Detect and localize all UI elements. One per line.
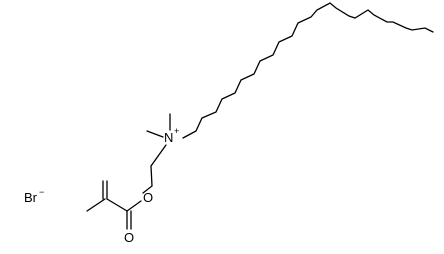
ester-oxygen: O (143, 190, 153, 205)
ester-oxygen-label: O (143, 190, 153, 205)
nitrogen-charge: + (174, 126, 179, 136)
ethylene-linker-bonds (142, 144, 167, 194)
alpha-methyl-bond (86, 198, 106, 212)
bromide-ion: Br − (24, 187, 44, 205)
carbonyl-oxygen: O (124, 230, 134, 245)
ammonium-nitrogen: N + (164, 126, 179, 145)
n-methyl-groups (146, 113, 171, 138)
carbonyl-alpha-bond (106, 198, 128, 212)
bromide-label: Br (24, 190, 38, 205)
n-methyl-bond-left (146, 130, 164, 138)
nitrogen-label: N (164, 130, 173, 145)
ethylene-linker (142, 144, 167, 194)
methacrylate-group (86, 180, 142, 230)
bromide-charge: − (39, 187, 44, 197)
ester-o-carbonyl-bond (126, 200, 142, 212)
tetradecyl-chain (182, 2, 434, 139)
alkyl-chain-bonds (182, 2, 434, 139)
carbonyl-oxygen-label: O (124, 230, 134, 245)
